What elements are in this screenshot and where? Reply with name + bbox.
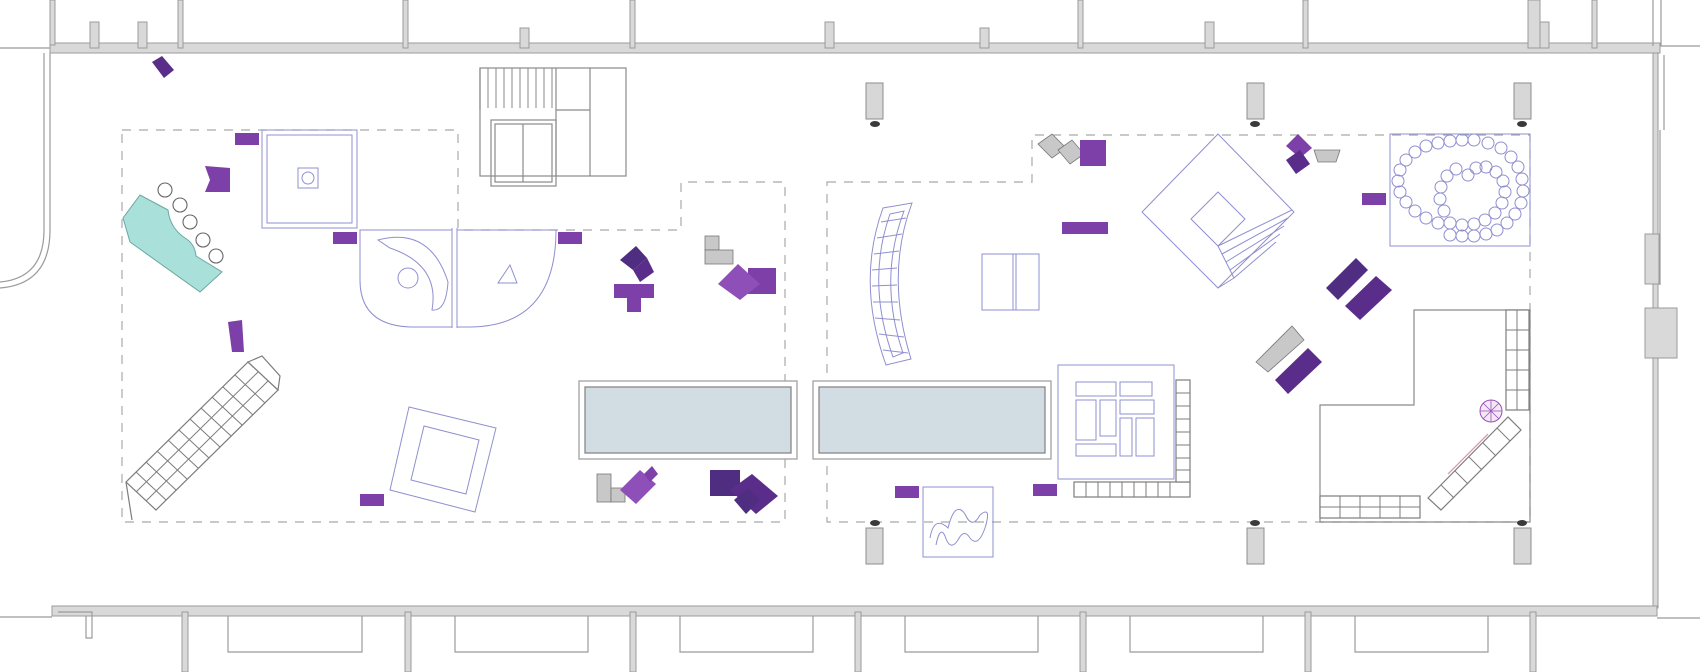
grid-bench-east <box>1319 309 1530 519</box>
curved-pods <box>359 228 557 328</box>
speaker-post <box>865 82 1532 565</box>
reflecting-pool-east <box>812 380 1052 460</box>
squiggle-rug <box>922 486 994 558</box>
reflecting-pool-west <box>578 380 798 460</box>
east-wall <box>1644 52 1678 609</box>
exterior-wall-west <box>0 53 51 289</box>
curved-bench <box>869 202 913 366</box>
maze-platform <box>1057 364 1191 498</box>
umbrella-icon <box>1479 399 1503 423</box>
chair-group <box>157 182 224 264</box>
grid-bench-west <box>125 355 281 521</box>
spiral-bench <box>1389 133 1531 247</box>
teal-counter <box>122 182 224 293</box>
stage-platform <box>1319 309 1531 523</box>
small-square <box>981 253 1040 311</box>
square-platform <box>261 129 358 229</box>
exterior-wall-top <box>0 0 1700 54</box>
exterior-wall-bottom <box>0 605 1700 672</box>
diamond-platform <box>1141 133 1295 289</box>
stair <box>479 67 627 187</box>
purple-block-cluster <box>152 56 1392 514</box>
rotated-square <box>389 406 497 513</box>
